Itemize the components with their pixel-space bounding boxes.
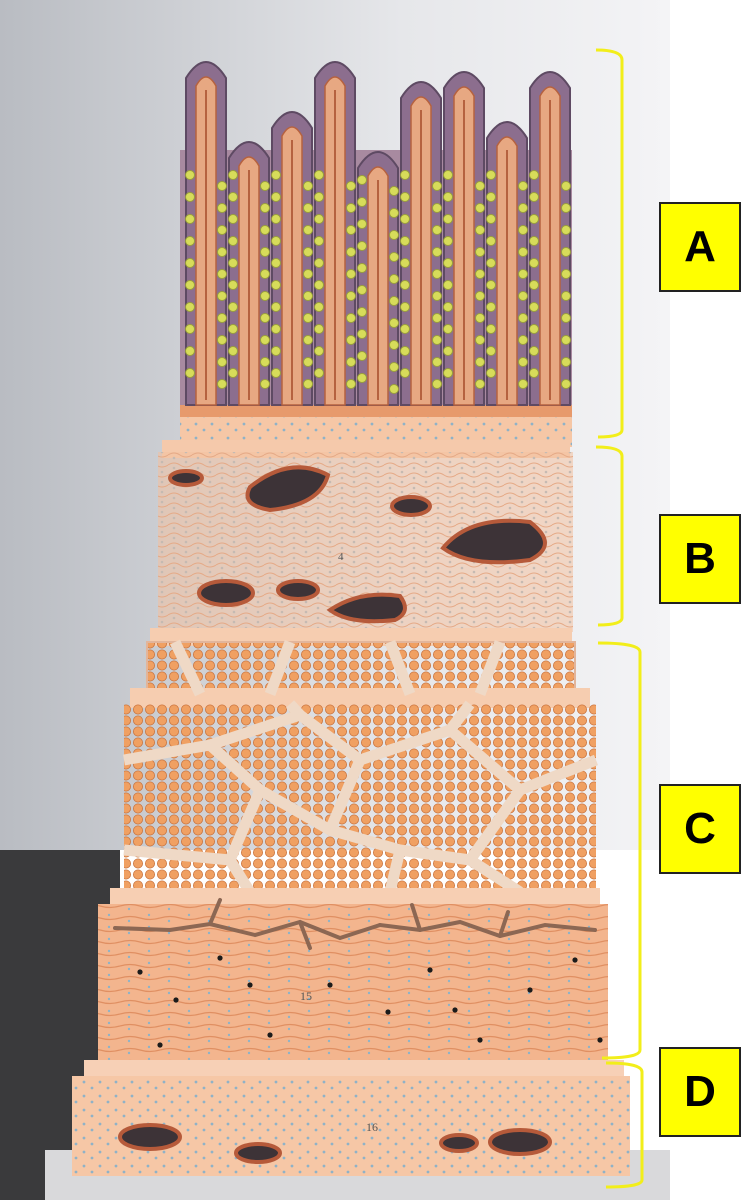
mucosa-layer — [180, 61, 572, 447]
submucosa-layer: 4 — [158, 440, 573, 632]
model-number-submucosa: 4 — [338, 551, 344, 563]
label-d: D — [659, 1047, 741, 1137]
bracket-c — [597, 641, 642, 1060]
label-a: A — [659, 202, 741, 292]
label-c: C — [659, 784, 741, 874]
bracket-d — [605, 1061, 644, 1189]
blood-vessels-submucosa — [168, 465, 547, 624]
model-number-muscle: 15 — [300, 989, 312, 1003]
inner-circular-muscle — [124, 704, 596, 892]
villi-group — [180, 61, 572, 406]
serosa-layer: 16 — [72, 1060, 630, 1176]
myenteric-plexus — [113, 898, 597, 950]
label-b: B — [659, 514, 741, 604]
model-number-serosa: 16 — [366, 1120, 378, 1134]
muscularis-layer: 15 — [98, 628, 608, 1064]
bracket-b — [595, 445, 624, 627]
layer-brackets — [595, 48, 644, 1189]
bracket-a — [595, 48, 624, 439]
